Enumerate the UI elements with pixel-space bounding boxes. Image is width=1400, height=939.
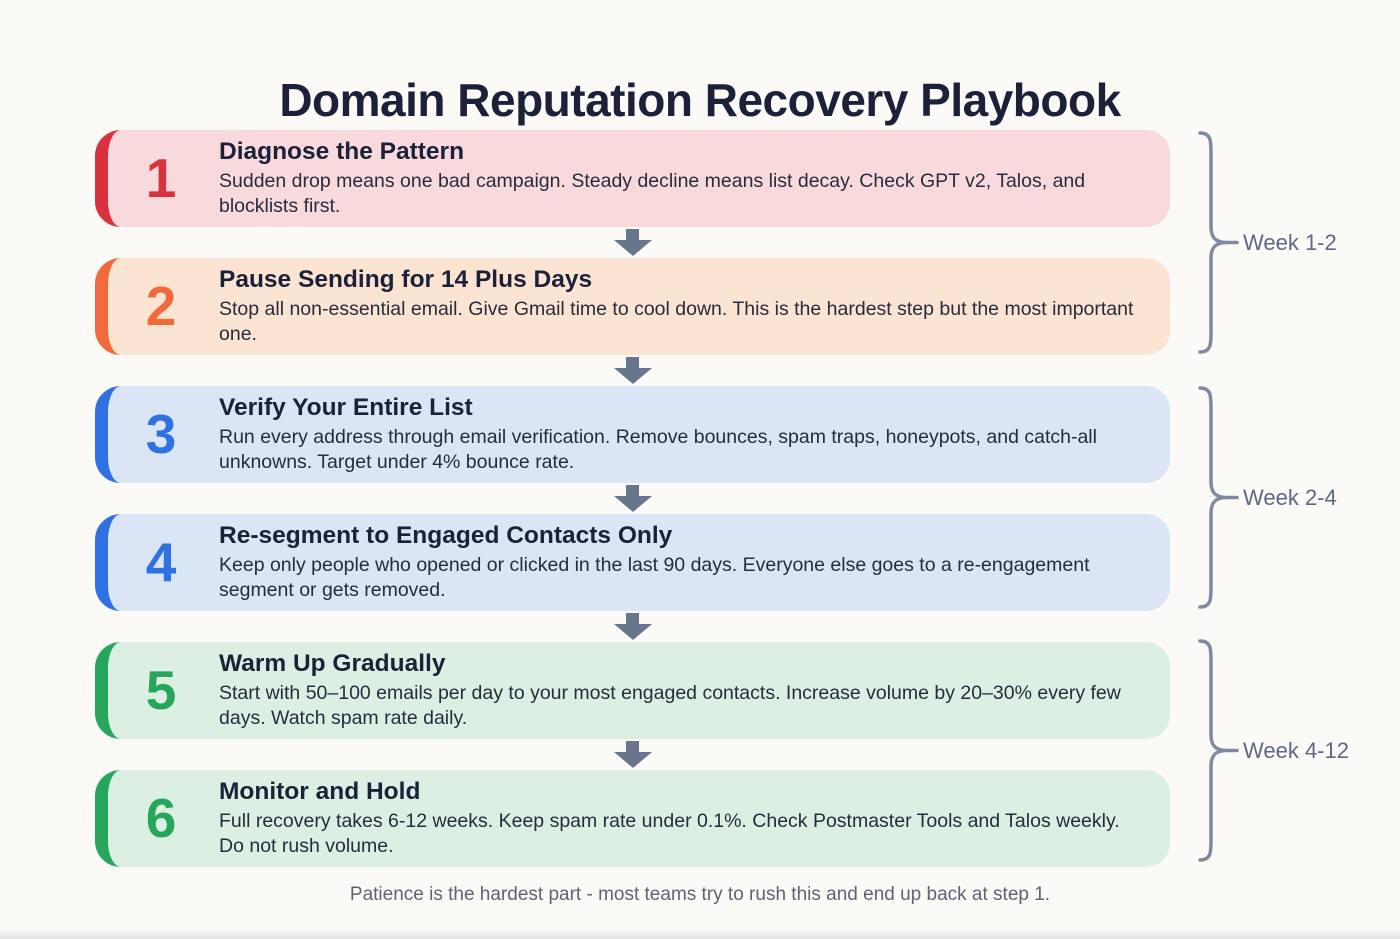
step-accent-bracket [95,258,125,355]
step-title: Verify Your Entire List [219,393,473,421]
step-pause-sending: 2 Pause Sending for 14 Plus Days Stop al… [95,258,1170,355]
step-number: 1 [145,147,177,209]
step-description: Stop all non-essential email. Give Gmail… [219,297,1134,346]
step-title: Diagnose the Pattern [219,137,465,165]
phase-week-1-2: Week 1-2 [1197,130,1337,355]
phase-week-2-4: Week 2-4 [1197,385,1337,610]
step-text: Monitor and Hold Full recovery takes 6-1… [219,778,1170,860]
arrow-gap [95,739,1170,770]
step-text: Re-segment to Engaged Contacts Only Keep… [219,522,1170,604]
step-description: Full recovery takes 6-12 weeks. Keep spa… [219,809,1120,858]
footer-note: Patience is the hardest part - most team… [349,884,1051,905]
step-number: 2 [145,275,177,337]
arrow-gap [95,227,1170,258]
step-number: 3 [145,403,177,465]
step-accent-bracket [95,770,125,867]
phase-week-4-12: Week 4-12 [1197,638,1349,863]
step-text: Warm Up Gradually Start with 50–100 emai… [219,650,1170,732]
step-number: 5 [145,659,177,721]
phase-label: Week 2-4 [1243,484,1337,510]
step-description: Start with 50–100 emails per day to your… [219,681,1121,730]
phase-label: Week 1-2 [1243,229,1337,255]
step-resegment: 4 Re-segment to Engaged Contacts Only Ke… [95,514,1170,611]
curly-brace-icon [1198,386,1239,609]
down-arrow-icon [613,741,652,768]
page-title: Domain Reputation Recovery Playbook [279,73,1121,126]
step-text: Verify Your Entire List Run every addres… [219,394,1170,476]
down-arrow-icon [613,613,652,640]
step-verify-list: 3 Verify Your Entire List Run every addr… [95,386,1170,483]
step-description: Sudden drop means one bad campaign. Stea… [219,169,1086,218]
down-arrow-icon [613,357,652,384]
step-title: Pause Sending for 14 Plus Days [219,265,593,293]
step-accent-bracket [95,642,125,739]
arrow-gap [95,611,1170,642]
step-diagnose: 1 Diagnose the Pattern Sudden drop means… [95,130,1170,227]
down-arrow-icon [613,229,652,256]
step-title: Monitor and Hold [219,777,421,805]
arrow-gap [95,483,1170,514]
down-arrow-icon [613,485,652,512]
steps-column: 1 Diagnose the Pattern Sudden drop means… [95,130,1170,867]
step-accent-bracket [95,130,125,227]
arrow-gap [95,355,1170,386]
step-accent-bracket [95,386,125,483]
step-number: 6 [145,787,177,849]
curly-brace-icon [1198,639,1239,862]
step-number: 4 [145,531,177,593]
step-accent-bracket [95,514,125,611]
step-description: Keep only people who opened or clicked i… [219,553,1090,602]
step-warm-up: 5 Warm Up Gradually Start with 50–100 em… [95,642,1170,739]
step-monitor-hold: 6 Monitor and Hold Full recovery takes 6… [95,770,1170,867]
phase-label: Week 4-12 [1243,737,1349,763]
step-text: Pause Sending for 14 Plus Days Stop all … [219,266,1170,348]
step-description: Run every address through email verifica… [219,425,1097,474]
step-title: Re-segment to Engaged Contacts Only [219,521,673,549]
step-text: Diagnose the Pattern Sudden drop means o… [219,138,1170,220]
curly-brace-icon [1198,131,1239,354]
step-title: Warm Up Gradually [219,649,446,677]
phase-rail: Week 1-2 Week 2-4 Week 4-12 [1197,130,1397,865]
